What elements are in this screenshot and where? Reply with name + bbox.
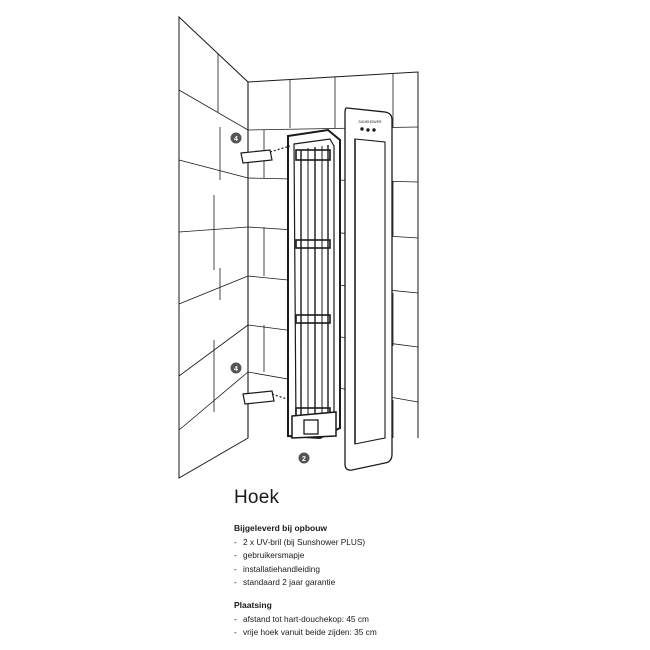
section-heading-included: Bijgeleverd bij opbouw xyxy=(234,523,328,533)
marker-2-label: 2 xyxy=(302,456,306,463)
marker-2: 2 xyxy=(298,452,310,464)
marker-4-bottom: 4 xyxy=(230,362,242,374)
left-wall-tiles xyxy=(178,54,249,431)
list-item: 2 x UV-bril (bij Sunshower PLUS) xyxy=(234,536,554,549)
list-item: installatiehandleiding xyxy=(234,563,554,576)
cover-panel xyxy=(344,107,393,471)
list-item: vrije hoek vanuit beide zijden: 35 cm xyxy=(234,626,554,639)
marker-4-top-label: 4 xyxy=(234,136,238,143)
marker-4-bottom-label: 4 xyxy=(234,366,238,373)
list-item: afstand tot hart-douchekop: 45 cm xyxy=(234,613,554,626)
description-block: Hoek Bijgeleverd bij opbouw 2 x UV-bril … xyxy=(234,487,554,649)
placement-items-list: afstand tot hart-douchekop: 45 cm vrije … xyxy=(234,613,554,640)
wall-brackets xyxy=(240,145,291,405)
page-title: Hoek xyxy=(234,487,280,508)
included-items-list: 2 x UV-bril (bij Sunshower PLUS) gebruik… xyxy=(234,536,554,590)
left-wall xyxy=(178,15,249,479)
list-item: standaard 2 jaar garantie xyxy=(234,576,554,589)
list-item: gebruikersmapje xyxy=(234,549,554,562)
section-heading-placement: Plaatsing xyxy=(234,599,272,610)
corner-installation-illustration: SUNSHOWER 4 4 2 xyxy=(178,15,419,479)
corner-frame xyxy=(287,128,341,440)
back-wall xyxy=(247,71,419,438)
marker-4-top: 4 xyxy=(230,132,242,144)
device-logo: SUNSHOWER xyxy=(358,120,382,124)
